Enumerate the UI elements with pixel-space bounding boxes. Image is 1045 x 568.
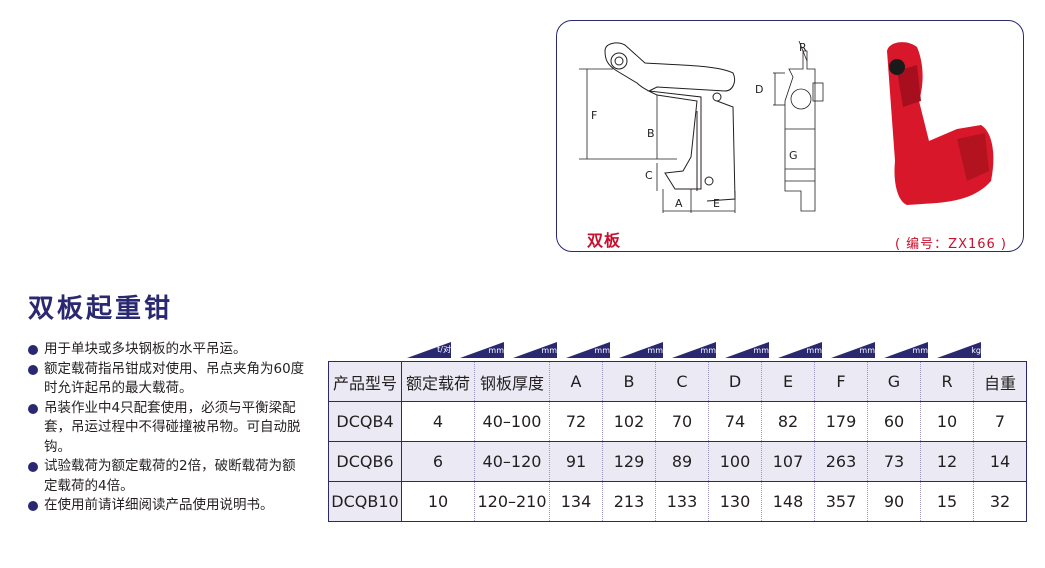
table-cell: 4: [401, 401, 475, 442]
table-cell: 73: [867, 441, 921, 482]
table-cell: 60: [867, 401, 921, 442]
table-cell: 15: [920, 481, 974, 522]
table-cell: 10: [920, 401, 974, 442]
table-cell: 82: [761, 401, 815, 442]
table-cell: 91: [549, 441, 603, 482]
table-header-cell: 自重: [973, 361, 1027, 402]
table-cell: 120–210: [474, 481, 550, 522]
table-row: DCQB6 6 40–120 91 129 89 100 107 263 73 …: [328, 441, 1027, 482]
clamp-side-view: [604, 42, 736, 202]
spec-table: 产品型号 额定载荷 钢板厚度 A B C D E F G R 自重 DCQB4 …: [328, 361, 1027, 522]
dim-label-d: D: [755, 83, 763, 96]
table-cell: 213: [602, 481, 656, 522]
table-header-cell: G: [867, 361, 921, 402]
table-cell: 263: [814, 441, 868, 482]
table-row: DCQB10 10 120–210 134 213 133 130 148 35…: [328, 481, 1027, 522]
unit-marker: kg: [931, 338, 984, 360]
table-header-row: 产品型号 额定载荷 钢板厚度 A B C D E F G R 自重: [328, 361, 1027, 402]
table-cell: 74: [708, 401, 762, 442]
figure-caption: 双板: [587, 231, 622, 250]
table-cell: 32: [989, 492, 1011, 511]
list-item: 吊装作业中4只配套使用，必须与平衡梁配套，吊运过程中不得碰撞被吊物。可自动脱钩。: [28, 399, 308, 458]
product-code: ( 编号：ZX166 ): [894, 237, 1007, 252]
unit-marker: mm: [507, 338, 560, 360]
table-cell: 130: [708, 481, 762, 522]
table-cell: 134: [549, 481, 603, 522]
table-header-cell: R: [920, 361, 974, 402]
table-cell: DCQB6: [328, 441, 402, 482]
unit-marker: mm: [719, 338, 772, 360]
table-cell: 72: [549, 401, 603, 442]
feature-list: 用于单块或多块钢板的水平吊运。 额定载荷指吊钳成对使用、吊点夹角为60度时允许起…: [28, 340, 308, 516]
dim-label-g: G: [789, 149, 798, 162]
table-cell: DCQB4: [328, 401, 402, 442]
table-cell: 89: [655, 441, 709, 482]
table-header-cell: F: [814, 361, 868, 402]
product-photo: [887, 42, 994, 205]
table-cell: 133: [655, 481, 709, 522]
unit-marker: mm: [772, 338, 825, 360]
unit-marker: mm: [613, 338, 666, 360]
list-item: 额定载荷指吊钳成对使用、吊点夹角为60度时允许起吊的最大载荷。: [28, 360, 308, 399]
unit-marker: t/对: [401, 338, 454, 360]
table-header-cell: C: [655, 361, 709, 402]
table-cell: 14: [973, 441, 1027, 482]
table-cell: 107: [761, 441, 815, 482]
product-figure-frame: F B C A E R D G 双板 ( 编号：ZX166 ): [556, 20, 1024, 252]
table-cell: DCQB10: [328, 481, 402, 522]
table-cell: 100: [708, 441, 762, 482]
unit-marker: mm: [560, 338, 613, 360]
table-cell: 179: [814, 401, 868, 442]
table-header-cell: D: [708, 361, 762, 402]
unit-marker: mm: [825, 338, 878, 360]
table-cell: 6: [401, 441, 475, 482]
dim-label-r: R: [799, 41, 807, 54]
technical-drawing: F B C A E R D G: [579, 40, 994, 213]
unit-marker: mm: [666, 338, 719, 360]
dim-label-c: C: [645, 169, 653, 182]
table-cell: 40–120: [474, 441, 550, 482]
table-cell: 10: [401, 481, 475, 522]
table-header-cell: 额定载荷: [401, 361, 475, 402]
dim-label-f: F: [591, 109, 597, 122]
table-row: DCQB4 4 40–100 72 102 70 74 82 179 60 10…: [328, 401, 1027, 442]
dim-label-e: E: [713, 197, 720, 210]
list-item: 用于单块或多块钢板的水平吊运。: [28, 340, 308, 360]
table-cell: 12: [920, 441, 974, 482]
table-header-cell: 产品型号: [328, 361, 402, 402]
page-title: 双板起重钳: [28, 294, 174, 324]
dim-label-b: B: [647, 127, 655, 140]
unit-row: t/对 mm mm mm mm mm mm mm mm mm kg: [401, 338, 984, 360]
table-cell: 148: [761, 481, 815, 522]
table-cell: 357: [814, 481, 868, 522]
table-header-cell: B: [602, 361, 656, 402]
unit-marker: mm: [878, 338, 931, 360]
dimension-label-group: F B C A E R D G: [591, 41, 807, 210]
table-header-cell: A: [549, 361, 603, 402]
table-cell: 90: [867, 481, 921, 522]
table-header-cell: E: [761, 361, 815, 402]
dimension-lines: [579, 40, 824, 213]
table-cell: 129: [602, 441, 656, 482]
table-cell: 70: [655, 401, 709, 442]
unit-marker: mm: [454, 338, 507, 360]
list-item: 在使用前请详细阅读产品使用说明书。: [28, 496, 308, 516]
table-header-cell: 钢板厚度: [474, 361, 550, 402]
table-cell: 7: [973, 401, 1027, 442]
dim-label-a: A: [675, 197, 683, 210]
table-cell: 102: [602, 401, 656, 442]
list-item: 试验载荷为额定载荷的2倍，破断载荷为额定载荷的4倍。: [28, 457, 308, 496]
table-cell: 40–100: [474, 401, 550, 442]
